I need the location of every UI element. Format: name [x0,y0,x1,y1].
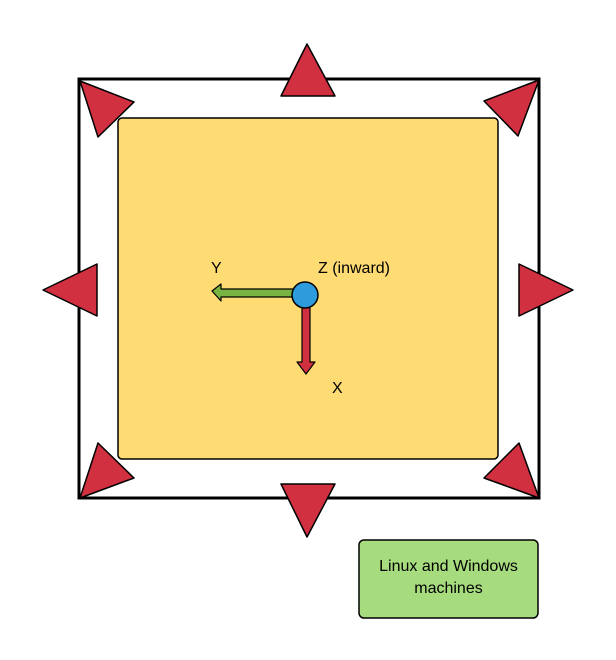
z-axis-label: Z (inward) [318,260,390,277]
triangle-bottom [280,483,336,538]
triangle-left [42,263,98,317]
platform-note-box [358,539,539,619]
triangle-top-left [79,80,135,138]
x-axis-arrow [296,299,316,375]
platform-note-line1: Linux and Windows [379,558,518,575]
triangle-top [280,43,336,97]
y-axis-label: Y [211,260,222,277]
platform-note-line2: machines [414,580,482,597]
triangle-right [518,263,574,317]
triangle-bottom-left [79,442,135,499]
direction-triangles [42,43,574,538]
origin-z-circle [291,281,319,309]
x-axis-label: X [332,380,343,397]
triangle-bottom-right [483,442,540,499]
triangle-top-right [483,79,540,137]
